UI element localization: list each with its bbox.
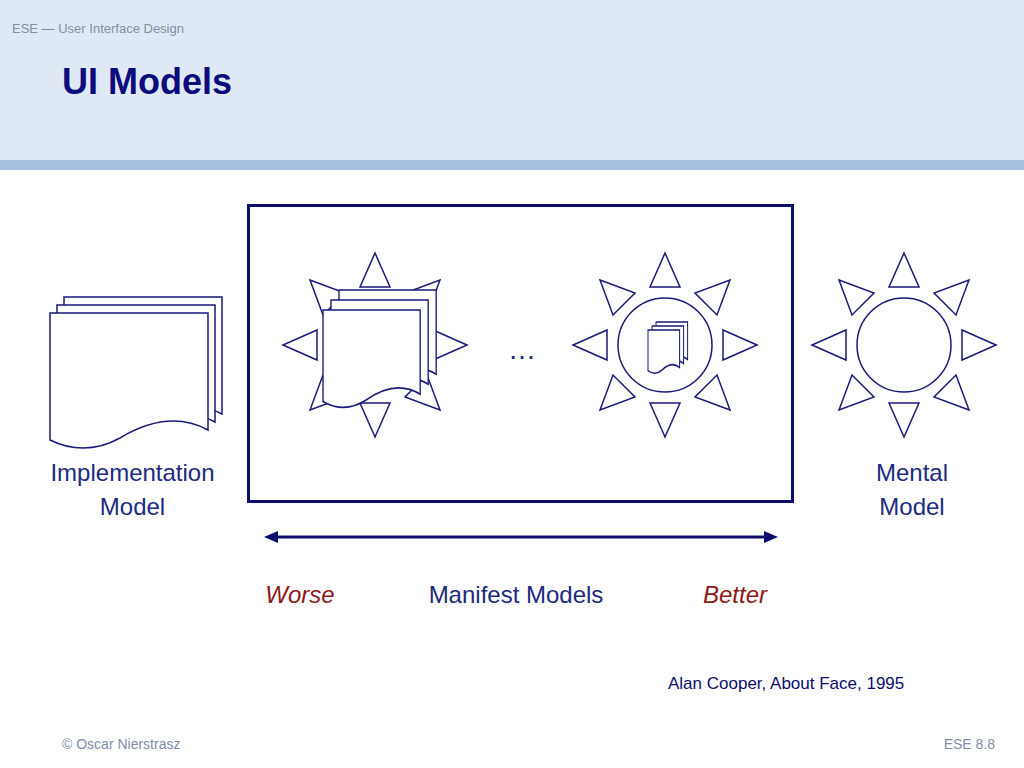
scale-end-label: Better [635,580,835,610]
mental-model: Mental Model [857,290,967,525]
node-label: Mental Model [857,456,967,524]
course-header: ESE — User Interface Design [12,21,184,37]
manifest-models-box: … [247,204,794,503]
slide-number: ESE 8.8 [795,735,995,753]
document-stack [50,297,222,448]
sun-rays [573,253,757,437]
scale-end-label: Worse [200,580,400,610]
citation: Alan Cooper, About Face, 1995 [668,673,904,695]
slide-title: UI Models [62,60,232,104]
node-label: … [472,335,572,365]
sun-rays [812,253,996,437]
document-stack [323,290,436,407]
small-document-stack [648,322,688,373]
header-band [0,0,1024,160]
header-stripe [0,160,1024,170]
arrow-head [264,531,278,543]
node-label: Implementation Model [30,456,235,524]
arrow-head [764,531,778,543]
scale-arrow-line [276,536,766,539]
scale-label: Manifest Models [366,580,666,610]
copyright: © Oscar Nierstrasz [62,735,180,753]
sun-circle [618,298,712,392]
sun-rays [283,253,467,437]
implementation-model: Implementation Model [30,290,235,525]
sun-circle [857,298,951,392]
